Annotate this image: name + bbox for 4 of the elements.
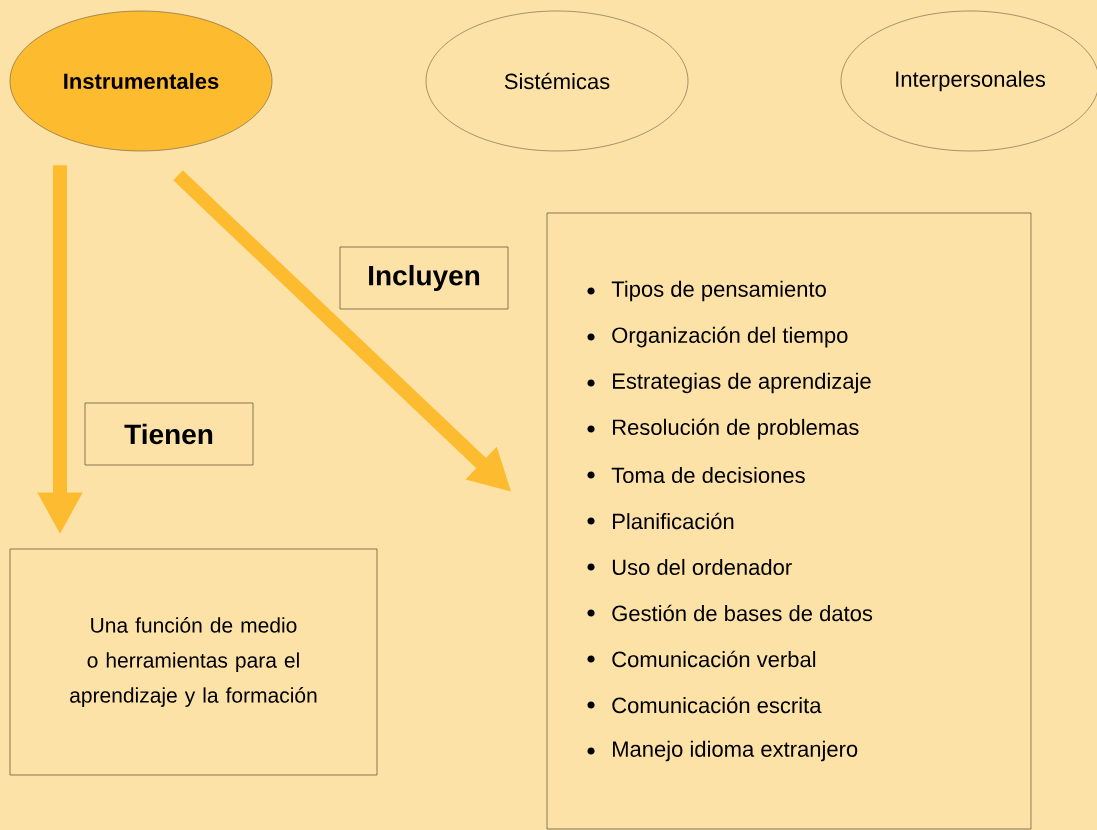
- text-box: Una función de medio o herramientas para el aprendizaje y la formación: [9, 548, 378, 776]
- edge-label: Incluyen: [339, 246, 509, 310]
- edge-label: Tienen: [84, 402, 254, 466]
- list-box: Tipos de pensamiento Organización del tiempo Estrategias de aprendizaje Resolución de problemas Toma de decisiones Planificación Uso del ordenador Gestión de bases de datos Comunicación verbal Comunicación escrita Manejo idioma extranjero: [546, 212, 1032, 830]
